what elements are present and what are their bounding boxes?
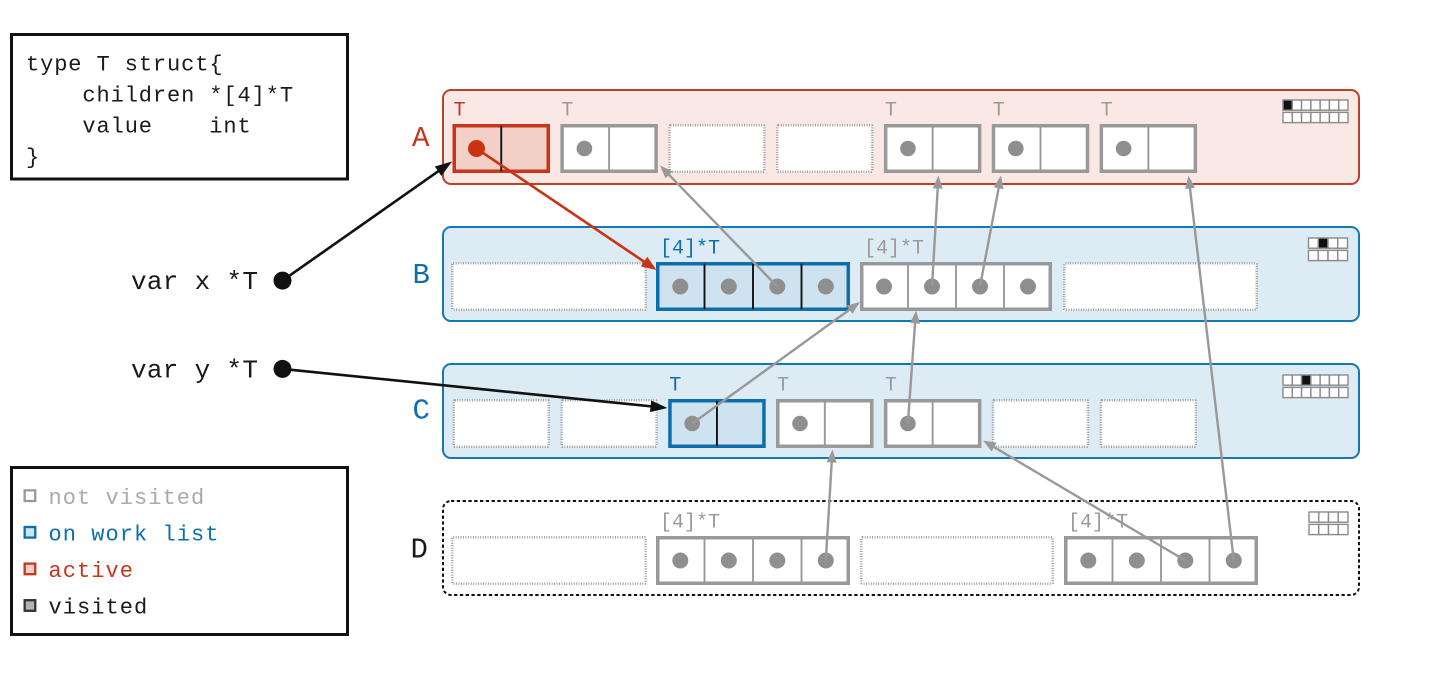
svg-text:C: C [413, 395, 430, 428]
svg-text:T: T [561, 100, 573, 123]
svg-text:[4]*T: [4]*T [660, 238, 720, 261]
svg-text:[4]*T: [4]*T [660, 512, 720, 535]
svg-text:int: int [209, 115, 251, 140]
svg-text:T: T [885, 100, 897, 123]
svg-text:}: } [26, 146, 40, 171]
svg-text:D: D [411, 534, 428, 567]
svg-text:T: T [777, 375, 789, 398]
svg-text:type T struct{: type T struct{ [26, 53, 223, 78]
svg-text:visited: visited [49, 596, 149, 621]
svg-text:T: T [885, 375, 897, 398]
svg-text:active: active [49, 559, 135, 584]
svg-text:T: T [993, 100, 1005, 123]
svg-text:children *[4]*T: children *[4]*T [82, 84, 294, 109]
svg-text:T: T [1101, 100, 1113, 123]
svg-text:on work list: on work list [49, 522, 220, 547]
svg-text:[4]*T: [4]*T [1068, 512, 1128, 535]
svg-text:T: T [454, 100, 466, 123]
svg-text:var y *T: var y *T [131, 355, 258, 385]
svg-text:var x *T: var x *T [131, 267, 258, 297]
svg-text:not visited: not visited [49, 486, 206, 511]
svg-text:T: T [669, 375, 681, 398]
svg-text:[4]*T: [4]*T [864, 238, 924, 261]
svg-text:A: A [412, 122, 430, 155]
svg-text:B: B [413, 259, 430, 292]
svg-text:value: value [82, 115, 153, 140]
